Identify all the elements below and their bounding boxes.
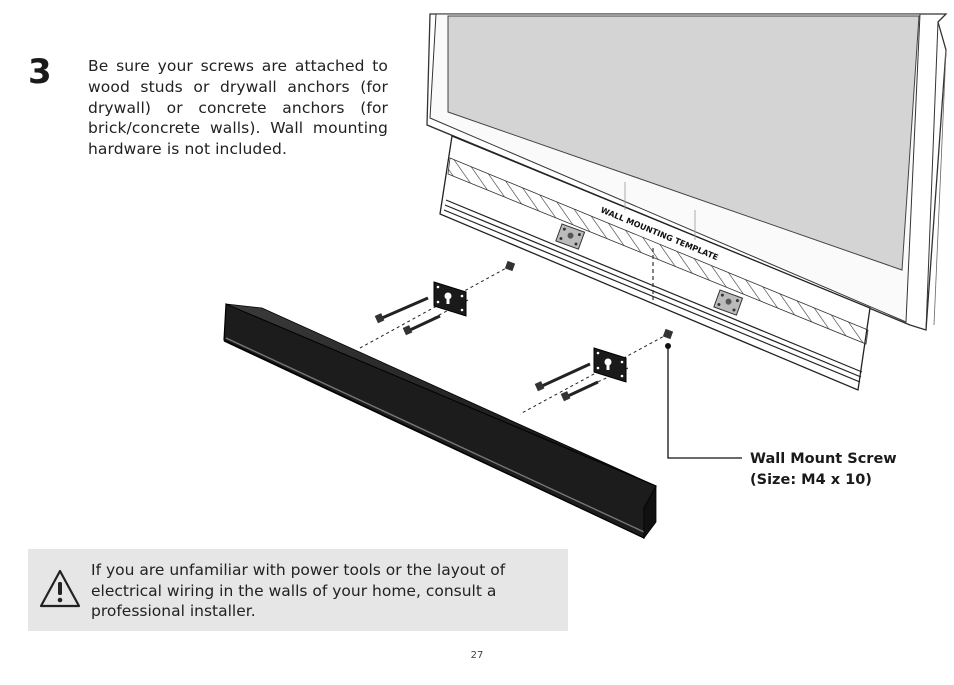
wall-mounting-template: WALL MOUNTING TEMPLATE xyxy=(439,135,871,391)
bolt-left-lower xyxy=(402,314,441,336)
bracket-right xyxy=(593,347,627,383)
callout-size: (Size: M4 x 10) xyxy=(750,472,872,488)
bolt-right-lower xyxy=(560,380,599,402)
warning-text: If you are unfamiliar with power tools o… xyxy=(91,561,506,620)
wall-mount-screw-upper-right xyxy=(662,328,674,340)
bolt-right-upper xyxy=(534,362,591,392)
bracket-left xyxy=(433,281,467,317)
tv-frame xyxy=(426,13,948,331)
alignment-guides xyxy=(359,265,669,415)
wall-mount-screw-callout: Wall Mount Screw (Size: M4 x 10) xyxy=(750,449,940,491)
step-instructions: Be sure your screws are attached to wood… xyxy=(88,57,388,159)
template-bracket-left xyxy=(555,223,586,250)
warning-triangle-icon xyxy=(39,569,81,608)
soundbar xyxy=(223,303,657,540)
screw-callout-line xyxy=(665,343,742,459)
warning-box: If you are unfamiliar with power tools o… xyxy=(28,549,568,631)
page-number: 27 xyxy=(470,650,484,661)
template-bracket-right xyxy=(713,289,744,316)
step-number: 3 xyxy=(28,52,52,92)
bolt-left-upper xyxy=(374,296,429,324)
wall-mount-screw-upper-left xyxy=(504,260,516,272)
callout-title: Wall Mount Screw xyxy=(750,451,897,467)
